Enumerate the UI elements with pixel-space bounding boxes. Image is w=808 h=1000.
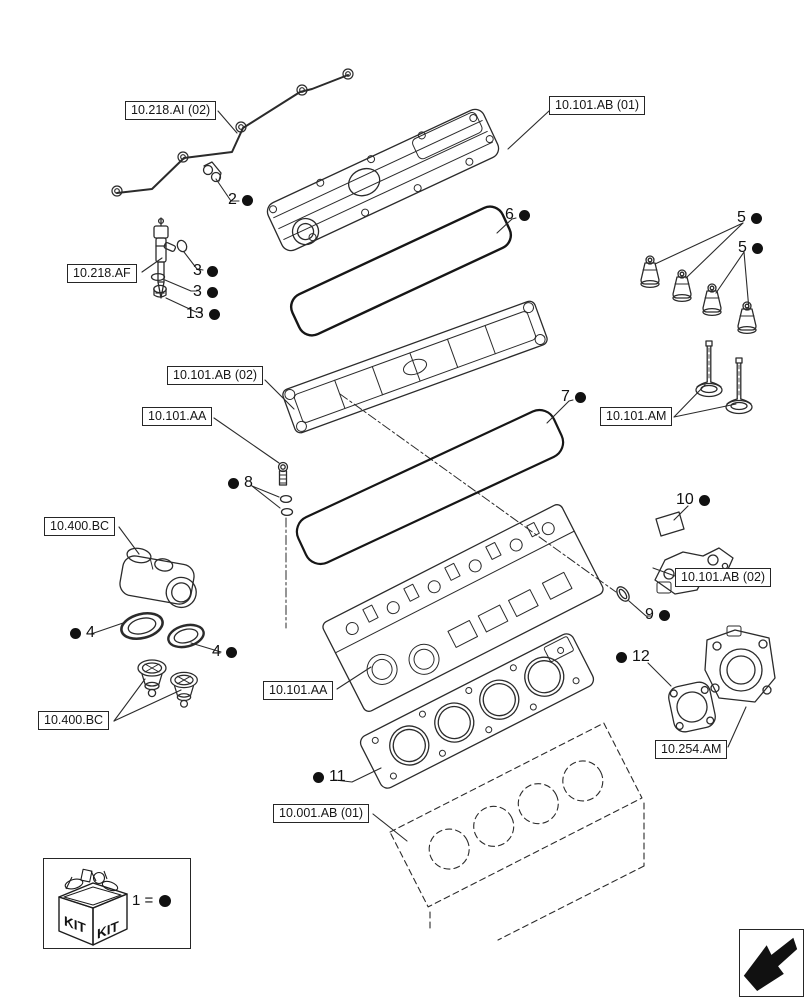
callout-11: 11	[313, 768, 346, 786]
section-label-10254AM[interactable]: 10.254.AM	[655, 740, 728, 759]
section-label-10218AI02[interactable]: 10.218.AI (02)	[125, 101, 217, 120]
callout-number: 5	[737, 209, 746, 226]
section-label-10101AM[interactable]: 10.101.AM	[600, 407, 673, 426]
valve-cover-drawing	[266, 108, 500, 252]
pipe-clamp-drawing	[202, 161, 222, 183]
cap-13-drawing	[153, 284, 167, 298]
callout-13: 13	[186, 305, 220, 323]
kit-box-icon: KIT KIT	[58, 868, 128, 946]
callout-8: 8	[228, 474, 253, 492]
item-dot	[206, 265, 218, 277]
callout-3a: 3	[193, 262, 218, 280]
item-dot	[574, 391, 586, 403]
callout-number: 7	[561, 388, 570, 405]
callout-7: 7	[561, 388, 586, 406]
oil-pan-gasket-drawing	[295, 408, 565, 566]
item-dot	[698, 494, 710, 506]
item-dot	[159, 894, 172, 907]
injector-drawing	[153, 217, 177, 299]
callout-9: 9	[645, 606, 670, 624]
valve-2-drawing	[725, 357, 753, 415]
guide-8-drawing	[277, 461, 294, 517]
kit-legend-box: KIT KIT 1 =	[43, 858, 191, 949]
callout-number: 9	[645, 606, 654, 623]
nav-arrow-button[interactable]	[739, 929, 804, 997]
item-dot	[313, 771, 324, 783]
callout-5b: 5	[738, 239, 763, 257]
item-dot	[241, 194, 253, 206]
callout-leader-lines	[90, 178, 750, 783]
thermostat-1-drawing	[137, 659, 167, 698]
construction-lines	[285, 393, 617, 629]
callout-number: 10	[676, 491, 694, 508]
cylinder-head-drawing	[322, 504, 604, 712]
kit-equals-text: 1 =	[132, 892, 154, 909]
section-label-10101AB01[interactable]: 10.101.AB (01)	[549, 96, 646, 115]
item-dot	[225, 646, 237, 658]
label-leader-lines	[113, 110, 747, 842]
head-gasket-drawing	[359, 633, 595, 789]
callout-number: 6	[505, 206, 514, 223]
item-dot	[206, 286, 218, 298]
callout-2: 2	[228, 191, 253, 209]
callout-number: 5	[738, 239, 747, 256]
kit-label-left: KIT	[64, 912, 86, 936]
sheet-gasket-10-drawing	[655, 511, 685, 537]
item-dot	[750, 212, 762, 224]
section-label-10001AB01[interactable]: 10.001.AB (01)	[273, 804, 370, 823]
item-dot	[751, 242, 763, 254]
item-dot	[518, 209, 530, 221]
valve-cover-gasket-drawing	[289, 205, 513, 337]
kit-equals-legend: 1 =	[132, 892, 172, 909]
section-label-10218AF[interactable]: 10.218.AF	[67, 264, 137, 283]
valve-seals-drawing	[640, 255, 757, 335]
callout-3b: 3	[193, 283, 218, 301]
callout-number: 8	[244, 474, 253, 491]
o-ring-3a-drawing	[176, 239, 188, 253]
bracket-drawing	[654, 547, 734, 595]
section-label-10400BC-top[interactable]: 10.400.BC	[44, 517, 116, 536]
item-dot	[658, 609, 670, 621]
callout-12: 12	[616, 648, 650, 666]
callout-4b: 4	[212, 643, 237, 661]
cylinder-block-drawing	[389, 722, 645, 941]
round-gasket-12-drawing	[668, 681, 716, 733]
section-label-10101AA-top[interactable]: 10.101.AA	[142, 407, 213, 426]
callout-4a: 4	[70, 624, 95, 642]
thermostat-2-drawing	[170, 671, 198, 708]
thermostat-housing-drawing	[119, 547, 197, 609]
ladder-frame-drawing	[282, 300, 548, 434]
fuel-pipe-drawing	[111, 68, 354, 197]
item-dot	[616, 651, 627, 663]
callout-number: 13	[186, 305, 204, 322]
section-label-10101AB02-bottom[interactable]: 10.101.AB (02)	[675, 568, 772, 587]
item-dot	[70, 627, 81, 639]
nav-arrow-icon	[743, 937, 798, 992]
seal-4a-drawing	[120, 611, 164, 641]
callout-number: 2	[228, 191, 237, 208]
callout-5a: 5	[737, 209, 762, 227]
callout-6: 6	[505, 206, 530, 224]
callout-number: 4	[86, 624, 95, 641]
callout-number: 11	[329, 768, 346, 785]
callout-number: 12	[632, 648, 650, 665]
section-label-10400BC-bottom[interactable]: 10.400.BC	[38, 711, 110, 730]
section-label-10101AB02-top[interactable]: 10.101.AB (02)	[167, 366, 264, 385]
callout-number: 4	[212, 643, 221, 660]
o-ring-3b-drawing	[150, 272, 166, 282]
item-dot	[228, 477, 239, 489]
exhaust-flange-drawing	[704, 625, 776, 703]
seal-4b-drawing	[167, 623, 205, 649]
callout-10: 10	[676, 491, 710, 509]
valve-1-drawing	[695, 340, 723, 398]
callout-number: 3	[193, 262, 202, 279]
o-ring-9-drawing	[616, 586, 630, 602]
section-label-10101AA-bottom[interactable]: 10.101.AA	[263, 681, 334, 700]
item-dot	[208, 308, 220, 320]
callout-number: 3	[193, 283, 202, 300]
